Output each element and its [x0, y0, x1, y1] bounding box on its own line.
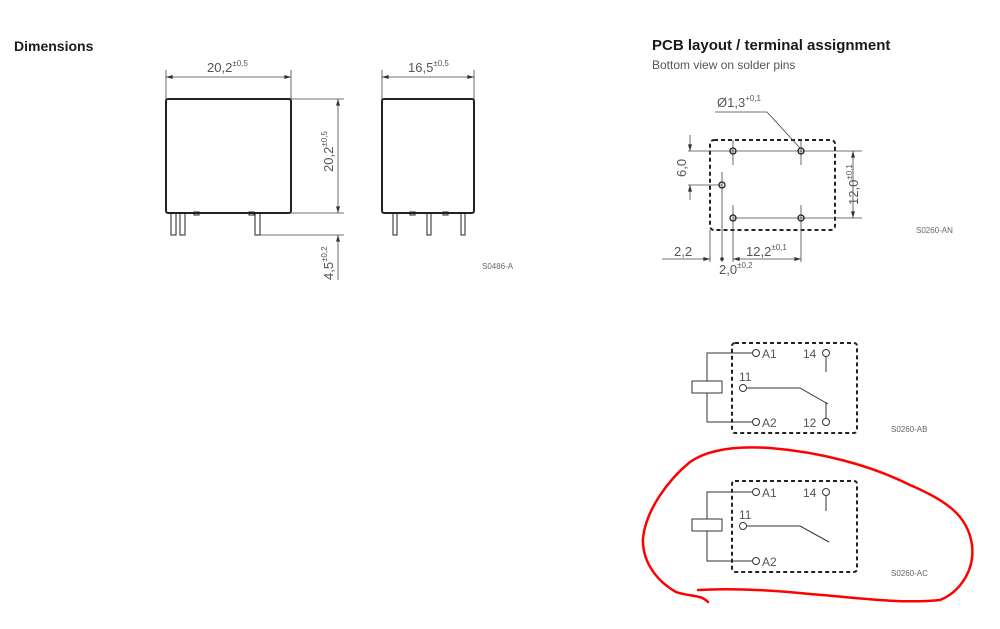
front-width-label: 20,2±0,5: [207, 59, 248, 75]
schematic-make-contact: [691, 480, 858, 573]
schematic-changeover: [691, 342, 858, 434]
schematic-1-code: S0260-AB: [891, 425, 927, 434]
pcb-heading: PCB layout / terminal assignment: [652, 37, 891, 54]
dim-12-vertical-label: 12,0±0,1: [845, 164, 861, 205]
terminal-14: 14: [803, 486, 817, 500]
hole-diameter-label: Ø1,3+0,1: [717, 94, 762, 110]
dim-6-label: 6,0: [674, 159, 689, 177]
terminal-11: 11: [739, 508, 752, 522]
schematic-2-code: S0260-AC: [891, 569, 928, 578]
height-label: 20,2±0,5: [320, 131, 336, 172]
terminal-a2: A2: [762, 555, 777, 569]
terminal-12: 12: [803, 416, 817, 430]
terminal-a1: A1: [762, 347, 777, 361]
terminal-a1: A1: [762, 486, 777, 500]
dimensions-heading: Dimensions: [14, 38, 94, 54]
pcb-subtitle: Bottom view on solder pins: [652, 58, 796, 72]
relay-front-view: [165, 70, 344, 280]
pin-length-label: 4,5±0,2: [320, 246, 336, 280]
terminal-14: 14: [803, 347, 817, 361]
dim-2-0-label: 2,0±0,2: [719, 261, 753, 277]
pcb-layout: [662, 111, 862, 262]
pcb-drawing-code: S0260-AN: [916, 226, 953, 235]
dimensions-drawing-code: S0486-A: [482, 262, 514, 271]
side-width-label: 16,5±0,5: [408, 59, 449, 75]
terminal-11: 11: [739, 370, 752, 384]
solder-holes: [718, 147, 805, 222]
relay-side-view: [381, 70, 475, 236]
dim-12-2-label: 12,2±0,1: [746, 243, 787, 259]
terminal-a2: A2: [762, 416, 777, 430]
dim-2-2-label: 2,2: [674, 244, 692, 259]
red-highlight-annotation: [641, 446, 974, 604]
